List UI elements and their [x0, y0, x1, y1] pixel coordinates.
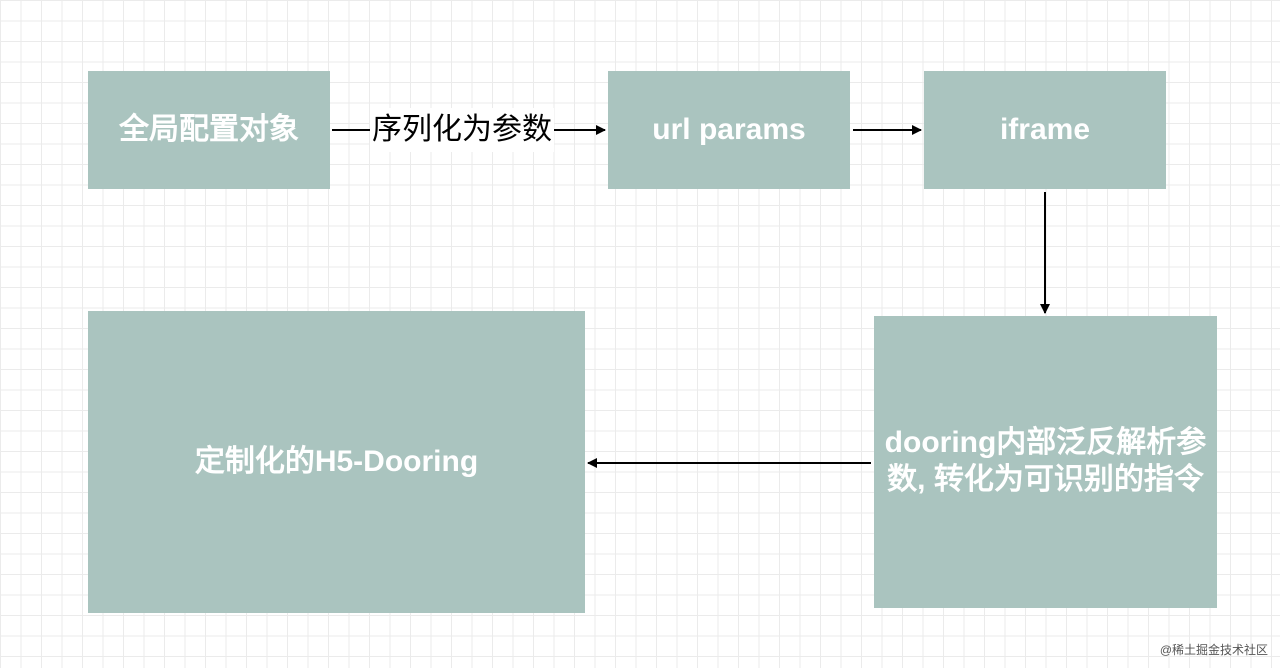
node-iframe[interactable]: iframe — [924, 71, 1166, 189]
node-global-config[interactable]: 全局配置对象 — [88, 71, 330, 189]
node-url-params[interactable]: url params — [608, 71, 850, 189]
watermark-text: @稀土掘金技术社区 — [1159, 643, 1268, 657]
node-custom-h5-dooring[interactable]: 定制化的H5-Dooring — [88, 311, 585, 613]
node-dooring-parse[interactable]: dooring内部泛反解析参数, 转化为可识别的指令 — [874, 316, 1217, 608]
edge-label-serialize: 序列化为参数 — [370, 108, 554, 152]
